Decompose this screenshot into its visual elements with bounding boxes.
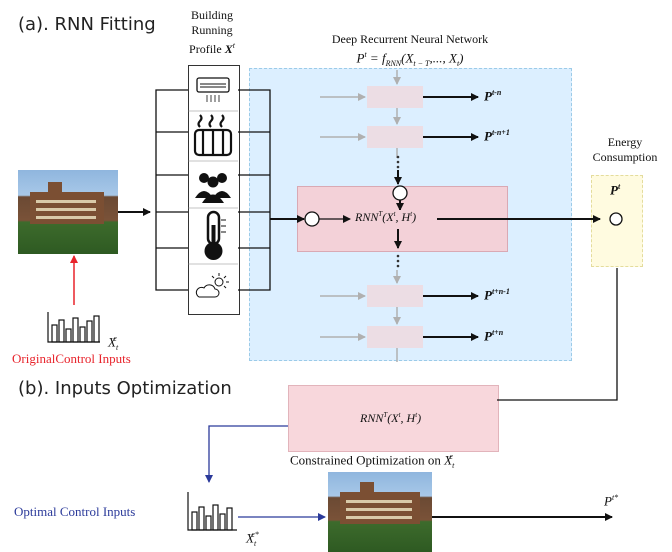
weather-icon xyxy=(195,273,229,298)
profile-label: Building Running Profile Xt xyxy=(189,8,235,56)
original-input-variable: Xtc xyxy=(108,334,119,352)
optimal-inputs-label: Optimal Control Inputs xyxy=(14,504,136,519)
output-label: Pt+n xyxy=(484,328,504,344)
section-b-label: (b). Inputs Optimization xyxy=(18,378,232,399)
building-photo-optimal xyxy=(328,472,432,552)
energy-label: Energy Consumption xyxy=(592,135,658,164)
hidden-state-node xyxy=(392,185,408,201)
hidden-cell-t-minus-n-plus-1 xyxy=(367,126,423,148)
energy-node xyxy=(609,212,623,226)
network-title: Deep Recurrent Neural Network Pt = fRNN(… xyxy=(331,32,489,68)
air-conditioner-icon xyxy=(196,77,230,102)
output-label: Pt-n+1 xyxy=(484,128,510,144)
heater-icon xyxy=(193,114,233,157)
input-node xyxy=(304,211,320,227)
final-output-label: Pt* xyxy=(604,493,619,509)
thermometer-icon xyxy=(204,210,226,260)
optimization-label: Constrained Optimization on Xtc xyxy=(290,452,455,470)
section-a-label: (a). RNN Fitting xyxy=(18,14,156,35)
bar-chart-icon xyxy=(47,312,100,343)
hidden-cell-t-minus-n xyxy=(367,86,423,108)
rnn-cell-label: RNNT(Xt, Ht) xyxy=(355,210,417,225)
output-label: Pt-n xyxy=(484,88,502,104)
rnn-optimization-label: RNNT(Xt, Ht) xyxy=(360,411,422,425)
original-inputs-label: OriginalControl Inputs xyxy=(12,351,131,366)
output-label: Pt+n-1 xyxy=(484,287,510,303)
profile-column xyxy=(188,65,240,315)
bar-chart-icon-optimal xyxy=(187,492,237,531)
building-photo xyxy=(18,170,118,254)
energy-variable: Pt xyxy=(610,182,621,198)
hidden-cell-t-plus-n xyxy=(367,326,423,348)
people-icon xyxy=(195,173,231,203)
rnn-optimization-cell xyxy=(288,385,499,452)
optimal-input-variable: Xtc* xyxy=(246,530,259,548)
hidden-cell-t-plus-n-minus-1 xyxy=(367,285,423,307)
